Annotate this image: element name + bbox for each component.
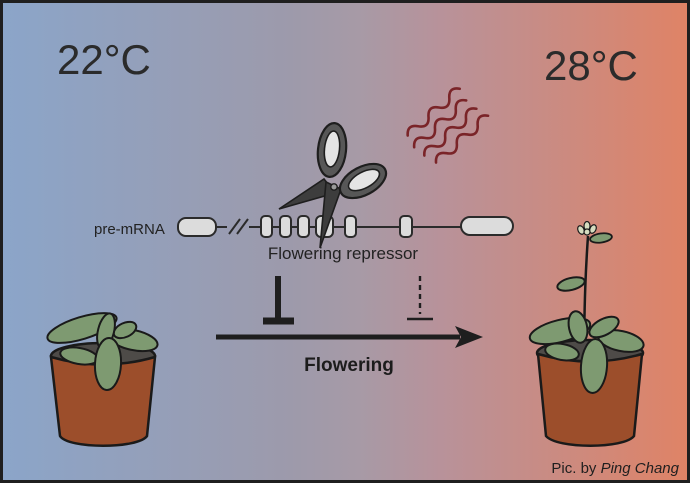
flowering-plant-icon [528,220,645,447]
intron-break [228,218,249,235]
exon [260,215,273,238]
flower-buds [577,220,597,236]
credit-prefix: Pic. by [551,460,601,477]
credit-line: Pic. by Ping Chang [551,460,679,477]
temperature-left-label: 22°C [57,36,151,83]
exon-large [177,217,217,237]
inhibition-tbar-solid-icon [263,276,294,325]
flowering-arrow-icon [216,326,483,348]
scissors-icon [278,122,388,249]
flowering-repressor-label: Flowering repressor [267,244,419,263]
inhibition-tbar-dashed-icon [407,276,433,321]
flowering-label: Flowering [304,355,394,376]
exon [399,215,413,238]
exon [297,215,310,238]
exon [279,215,292,238]
exon-large [460,216,514,236]
top-leaf [589,232,613,244]
stem-leaf [556,276,586,292]
premrna-label: pre-mRNA [94,221,165,238]
heat-waves-icon [406,87,490,164]
rosette-leaves [528,310,645,394]
credit-author: Ping Chang [600,460,679,477]
vegetative-plant-icon [46,312,159,447]
premrna-diagram [177,215,514,238]
exon [344,215,357,238]
temperature-right-label: 28°C [544,42,638,89]
rosette-leaves [46,312,159,391]
figure-graphics [46,87,645,447]
